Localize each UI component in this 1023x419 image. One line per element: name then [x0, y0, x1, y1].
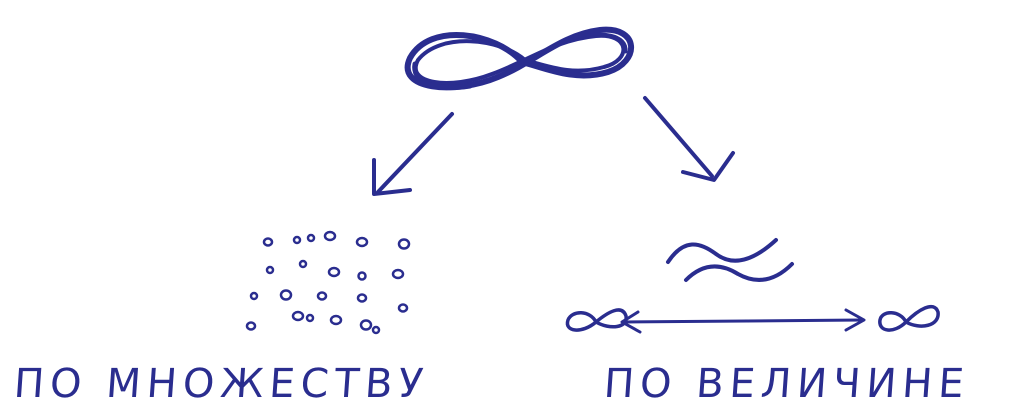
dot — [247, 323, 255, 330]
dot — [361, 321, 371, 330]
left-small-infinity-symbol — [567, 310, 626, 330]
dot — [358, 295, 366, 302]
right-small-infinity-symbol — [880, 307, 938, 330]
dot — [300, 261, 306, 267]
dot — [307, 315, 313, 321]
arrow-to-magnitude — [645, 98, 733, 180]
dot — [331, 316, 341, 324]
dot — [264, 239, 272, 246]
dot — [294, 237, 300, 243]
dot — [293, 312, 303, 320]
dot — [399, 240, 409, 249]
dot — [251, 293, 257, 299]
approximately-equal-symbol — [668, 240, 792, 280]
dot — [373, 327, 379, 333]
dot — [399, 305, 407, 312]
double-headed-arrow — [622, 310, 864, 332]
dot — [308, 235, 314, 241]
dot — [325, 232, 335, 240]
label-by-magnitude: ПО ВЕЛИЧИНЕ — [602, 360, 971, 408]
dot — [281, 291, 291, 300]
dots-cluster — [247, 232, 409, 333]
label-by-set: ПО МНОЖЕСТВУ — [12, 360, 430, 408]
dot — [267, 267, 273, 273]
dot — [393, 270, 403, 278]
dot — [359, 273, 366, 280]
arrow-to-set — [374, 114, 452, 194]
dot — [318, 293, 326, 300]
top-infinity-symbol — [408, 30, 631, 88]
dot — [329, 268, 339, 276]
dot — [357, 238, 367, 246]
